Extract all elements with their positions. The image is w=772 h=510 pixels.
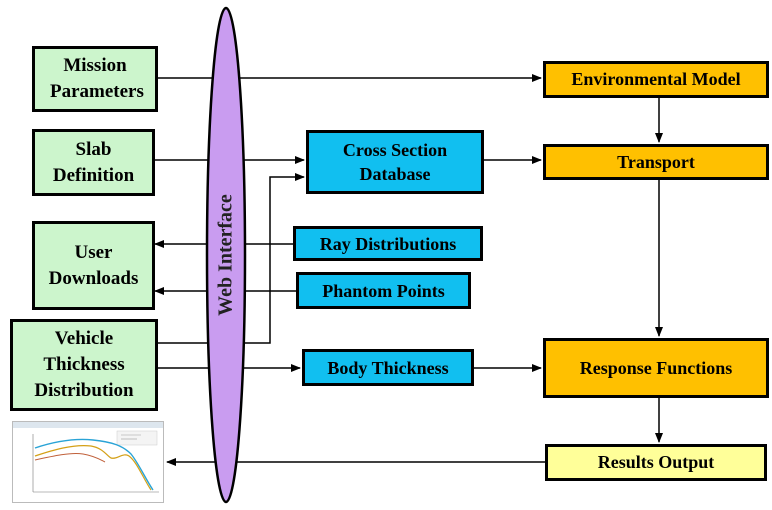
transport-box: Transport	[543, 144, 769, 180]
body-thickness-label: Body Thickness	[327, 357, 449, 378]
mission-parameters-box: Mission Parameters	[32, 46, 158, 112]
user-downloads-label: User Downloads	[48, 241, 139, 289]
mission-parameters-label: Mission Parameters	[50, 55, 144, 102]
phantom-points-label: Phantom Points	[322, 280, 445, 301]
response-functions-label: Response Functions	[579, 357, 733, 378]
ray-distributions-label: Ray Distributions	[319, 233, 457, 254]
user-downloads-box: User Downloads	[32, 221, 155, 310]
results-output-label: Results Output	[597, 452, 715, 472]
ray-distributions-box: Ray Distributions	[293, 226, 483, 261]
vehicle-thickness-distribution-box: Vehicle Thickness Distribution	[10, 319, 158, 411]
results-output-box: Results Output	[545, 444, 767, 481]
transport-label: Transport	[617, 151, 695, 172]
slab-definition-box: Slab Definition	[32, 129, 155, 196]
response-functions-box: Response Functions	[543, 338, 769, 398]
web-interface-label: Web Interface	[214, 194, 237, 316]
cross-section-database-box: Cross Section Database	[306, 130, 484, 194]
vehicle-thickness-distribution-label: Vehicle Thickness Distribution	[34, 328, 134, 401]
plot-thumbnail-graphic	[13, 422, 163, 493]
environmental-model-label: Environmental Model	[571, 69, 741, 89]
cross-section-database-label: Cross Section Database	[342, 140, 448, 184]
results-plot-thumbnail	[12, 421, 164, 503]
body-thickness-box: Body Thickness	[302, 349, 474, 386]
phantom-points-box: Phantom Points	[296, 272, 471, 309]
slab-definition-label: Slab Definition	[52, 138, 135, 186]
environmental-model-box: Environmental Model	[543, 61, 769, 98]
web-interface-ellipse	[205, 6, 247, 504]
